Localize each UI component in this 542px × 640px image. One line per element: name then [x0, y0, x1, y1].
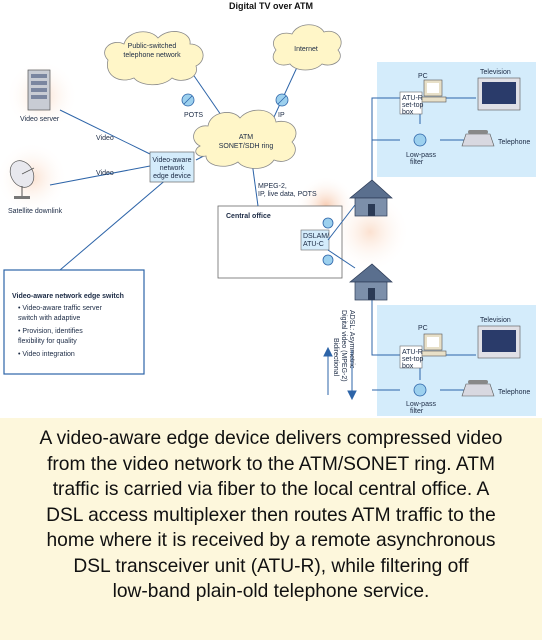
- bandwidth-label-2: Digital video (MPEG-2): [340, 310, 347, 382]
- dslam-box: [300, 229, 330, 251]
- house-bottom-icon: [349, 263, 393, 301]
- aturr-top-1: ATU-R: [402, 95, 423, 102]
- house-top-icon: [349, 179, 393, 217]
- atm-label-1: ATM: [239, 134, 253, 141]
- info-line-5: • Video integration: [18, 351, 75, 358]
- bandwidth-arrows: [323, 346, 357, 401]
- pstn-label-1: Public-switched: [128, 43, 177, 50]
- link-house-bottom-pc: [371, 288, 400, 356]
- atm-cloud: [193, 109, 297, 169]
- link-atm-co: [251, 161, 259, 207]
- pc-top-label: PC: [418, 73, 428, 80]
- diagram-title: Digital TV over ATM: [229, 1, 313, 11]
- video-server-label: Video server: [20, 116, 60, 123]
- info-line-2: switch with adaptive: [18, 315, 80, 322]
- co-switch-icon-bottom: [322, 254, 334, 266]
- pstn-cloud: [104, 31, 204, 86]
- caption-line: low-band plain-old telephone service.: [112, 581, 430, 602]
- pstn-label-2: telephone network: [123, 52, 181, 59]
- pots-label: POTS: [184, 112, 203, 119]
- ip-router-icon: [275, 93, 289, 107]
- caption-line: traffic is carried via fiber to the loca…: [52, 479, 490, 500]
- aturr-top-box: [399, 91, 423, 115]
- caption-line: A video-aware edge device delivers compr…: [39, 428, 503, 449]
- pc-bottom-icon: [419, 333, 447, 357]
- edge-label-1: Video-aware: [152, 157, 191, 164]
- satellite-label: Satellite downlink: [8, 208, 63, 215]
- video-label-2: Video: [96, 170, 114, 177]
- caption-line: home where it is received by a remote as…: [46, 530, 496, 551]
- filter-top-icon: [413, 133, 427, 147]
- mpeg-label-1: MPEG-2,: [258, 183, 287, 190]
- caption-line: DSL access multiplexer then routes ATM t…: [46, 504, 496, 526]
- tv-bottom-icon: [477, 325, 521, 359]
- aturr-bottom-1: ATU-R: [402, 349, 423, 356]
- phone-bottom-icon: [461, 380, 495, 397]
- links: [49, 49, 476, 391]
- mpeg-label-2: IP, live data, POTS: [258, 191, 317, 198]
- satellite-dish-icon: [9, 160, 35, 199]
- info-heading: Video-aware network edge switch: [12, 293, 124, 300]
- filter-bottom-2: filter: [410, 408, 424, 415]
- bandwidth-label-3: ADSL: Asymmetric: [348, 310, 355, 369]
- link-video-server: [59, 109, 151, 155]
- caption: A video-aware edge device delivers compr…: [0, 418, 542, 640]
- link-house-top-pc: [371, 97, 400, 185]
- aturr-top-3: box: [402, 109, 414, 116]
- aturr-bottom-box: [399, 345, 423, 369]
- internet-label: Internet: [294, 46, 318, 53]
- link-infobox: [59, 177, 169, 271]
- link-satellite: [49, 165, 151, 186]
- dslam-label-1: DSLAM/: [303, 233, 329, 240]
- network-diagram: Digital TV over ATM Central office DSLAM…: [0, 1, 536, 416]
- tv-top-icon: [477, 77, 521, 111]
- phone-bottom-label: Telephone: [498, 389, 530, 396]
- video-label-1: Video: [96, 135, 114, 142]
- pots-switch-icon: [181, 93, 195, 107]
- pc-bottom-label: PC: [418, 325, 428, 332]
- edge-device-box: [149, 151, 195, 183]
- dslam-label-2: ATU-C: [303, 241, 324, 248]
- link-co-house-top: [327, 204, 356, 241]
- aturr-bottom-3: box: [402, 363, 414, 370]
- info-line-4: flexibility for quality: [18, 338, 77, 345]
- video-server-icon: [27, 69, 51, 111]
- pc-top-icon: [419, 79, 447, 103]
- caption-line: from the video network to the ATM/SONET …: [47, 453, 495, 475]
- ip-label: IP: [278, 112, 285, 119]
- arrow-down-head: [347, 390, 357, 401]
- filter-top-2: filter: [410, 159, 424, 166]
- phone-top-label: Telephone: [498, 139, 530, 146]
- info-line-3: • Provision, identifies: [18, 328, 83, 335]
- tv-bottom-label: Television: [480, 317, 511, 324]
- aturr-top-2: set-top: [402, 102, 424, 109]
- filter-top-1: Low-pass: [406, 152, 436, 159]
- bandwidth-label-1: Bidirectional: [332, 338, 339, 377]
- arrow-up-head: [323, 346, 333, 357]
- link-co-house-bottom: [327, 249, 356, 269]
- aturr-bottom-2: set-top: [402, 356, 424, 363]
- phone-top-icon: [461, 130, 495, 147]
- co-switch-icon-top: [322, 217, 334, 229]
- filter-bottom-icon: [413, 383, 427, 397]
- edge-label-2: network: [160, 165, 185, 172]
- filter-bottom-1: Low-pass: [406, 401, 436, 408]
- atm-label-2: SONET/SDH ring: [219, 143, 274, 150]
- tv-top-label: Television: [480, 69, 511, 76]
- info-box: [3, 269, 145, 375]
- caption-line: DSL transceiver unit (ATU-R), while filt…: [73, 555, 469, 577]
- internet-cloud: [272, 24, 342, 71]
- edge-label-3: edge device: [153, 173, 191, 180]
- central-office-label: Central office: [226, 213, 271, 220]
- info-line-1: • Video-aware traffic server: [18, 305, 103, 312]
